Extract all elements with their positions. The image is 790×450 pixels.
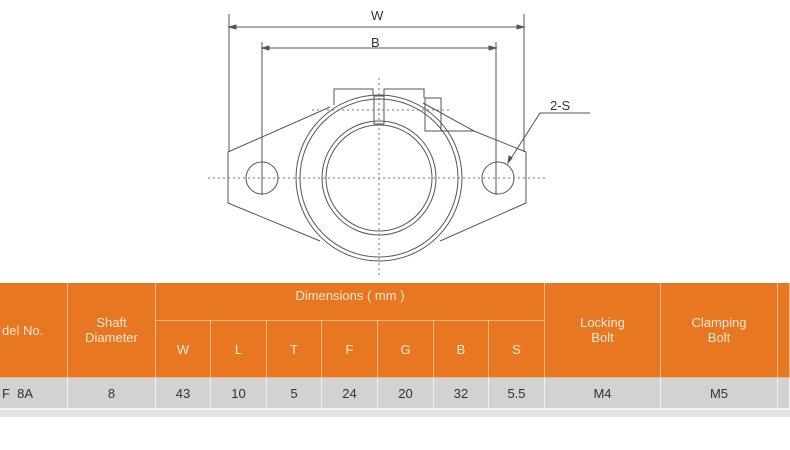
dim-b-label: B	[371, 35, 380, 50]
dim-w-label: W	[371, 8, 384, 23]
header-dimensions: Dimensions ( mm )	[156, 283, 545, 321]
header-w: W	[156, 321, 211, 378]
header-extra	[778, 283, 790, 378]
hole-callout: 2-S	[550, 98, 571, 113]
cell-g: 20	[378, 378, 434, 408]
cell-w: 43	[156, 378, 211, 408]
cell-b: 32	[434, 378, 489, 408]
cell-model: F 8A	[0, 378, 68, 408]
header-f: F	[322, 321, 378, 378]
next-row-strip	[0, 408, 790, 417]
header-shaft: Shaft Diameter	[68, 283, 156, 378]
cell-clamping-bolt: M5	[661, 378, 778, 408]
cell-locking-bolt: M4	[545, 378, 661, 408]
cell-extra	[778, 378, 790, 408]
cell-f: 24	[322, 378, 378, 408]
spec-table: del No. Shaft Diameter Dimensions ( mm )…	[0, 283, 790, 415]
header-model: del No.	[0, 283, 68, 378]
header-b: B	[434, 321, 489, 378]
cell-l: 10	[211, 378, 267, 408]
header-s: S	[489, 321, 545, 378]
header-clamping-bolt: Clamping Bolt	[661, 283, 778, 378]
header-locking-bolt: Locking Bolt	[545, 283, 661, 378]
cell-shaft: 8	[68, 378, 156, 408]
header-l: L	[211, 321, 267, 378]
cell-t: 5	[267, 378, 322, 408]
flange-bearing-drawing: W B 2-S	[208, 8, 590, 275]
header-t: T	[267, 321, 322, 378]
cell-s: 5.5	[489, 378, 545, 408]
header-g: G	[378, 321, 434, 378]
